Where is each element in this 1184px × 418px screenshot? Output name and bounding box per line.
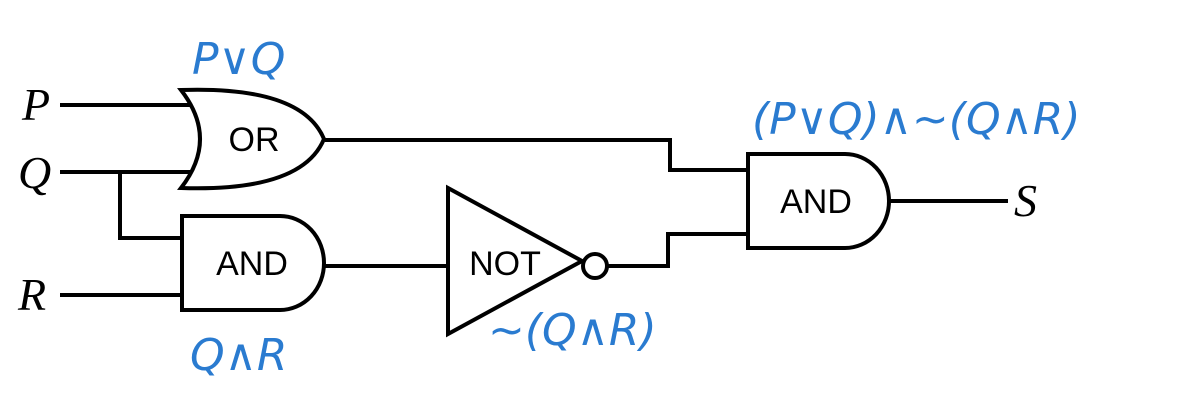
and-gate-final: AND: [746, 152, 891, 250]
wire-q-branch-to-and: [118, 172, 182, 240]
and-gate-lower-label: AND: [216, 245, 288, 283]
and-gate-lower-body: [180, 214, 326, 312]
not-gate: NOT: [446, 184, 609, 338]
wires: [60, 103, 1008, 297]
output-label-s: S: [1014, 175, 1037, 226]
wire-or-to-final-and: [325, 138, 748, 172]
input-label-p: P: [21, 79, 50, 130]
not-gate-label: NOT: [469, 245, 541, 283]
expr-not-output: ~(Q∧R): [488, 305, 657, 356]
or-gate-body: [177, 87, 327, 191]
expr-or-output: P∨Q: [192, 34, 285, 85]
wire-not-to-final-and: [608, 232, 748, 268]
not-gate-bubble: [581, 252, 609, 280]
expr-and-output: Q∧R: [190, 330, 287, 381]
input-label-r: R: [17, 269, 46, 320]
not-gate-triangle: [446, 184, 587, 338]
input-label-q: Q: [18, 147, 51, 198]
or-gate-label: OR: [229, 121, 280, 159]
expr-final: (P∨Q)∧~(Q∧R): [752, 94, 1081, 145]
and-gate-lower: AND: [180, 214, 326, 312]
and-gate-final-body: [746, 152, 891, 250]
or-gate: OR: [177, 87, 327, 191]
and-gate-final-label: AND: [780, 183, 852, 221]
